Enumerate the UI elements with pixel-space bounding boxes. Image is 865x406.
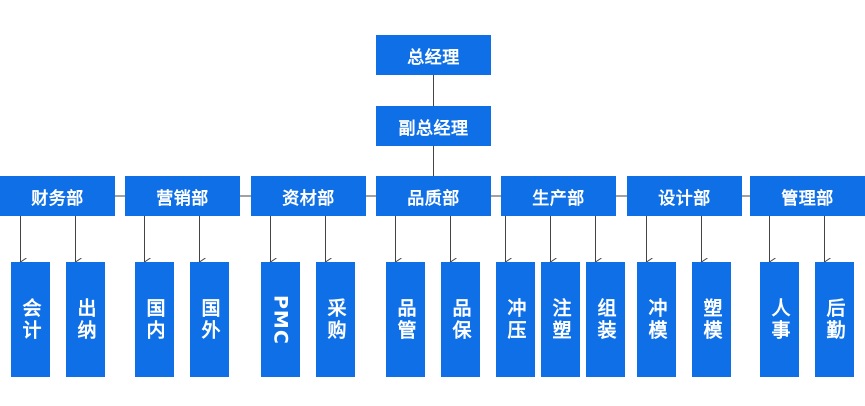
department-box: 营销部	[125, 176, 240, 216]
general-manager-label: 总经理	[407, 47, 460, 68]
sub-department-box: 出纳	[66, 262, 105, 377]
sub-department-label: 会计	[19, 297, 42, 342]
department-box: 品质部	[376, 176, 491, 216]
sub-department-label: 冲模	[645, 297, 668, 342]
department-label: 品质部	[407, 188, 460, 209]
sub-department-label: 后勤	[823, 297, 846, 342]
sub-department-box: 人事	[760, 262, 799, 377]
department-label: 营销部	[156, 188, 209, 209]
department-box: 生产部	[501, 176, 616, 216]
sub-department-label: 国外	[198, 297, 221, 342]
department-label: 财务部	[31, 188, 84, 209]
general-manager-box: 总经理	[376, 35, 491, 75]
sub-department-label: PMC	[269, 294, 292, 345]
sub-department-label: 注塑	[549, 297, 572, 342]
sub-department-box: 后勤	[815, 262, 854, 377]
sub-department-label: 品保	[449, 297, 472, 342]
sub-department-box: 注塑	[541, 262, 580, 377]
sub-department-box: 组装	[586, 262, 625, 377]
sub-department-box: 采购	[316, 262, 355, 377]
deputy-general-manager-box: 副总经理	[376, 106, 491, 146]
sub-department-box: 国内	[135, 262, 174, 377]
sub-department-label: 出纳	[74, 297, 97, 342]
sub-department-label: 品管	[394, 297, 417, 342]
sub-department-box: 国外	[190, 262, 229, 377]
deputy-general-manager-label: 副总经理	[398, 118, 469, 139]
sub-department-box: 塑模	[692, 262, 731, 377]
department-box: 财务部	[0, 176, 115, 216]
department-label: 生产部	[532, 188, 585, 209]
department-label: 管理部	[781, 188, 834, 209]
department-label: 资材部	[282, 188, 335, 209]
sub-department-label: 组装	[594, 297, 617, 342]
sub-department-label: 冲压	[504, 297, 527, 342]
sub-department-label: 人事	[768, 297, 791, 342]
sub-department-box: 冲模	[637, 262, 676, 377]
sub-department-box: PMC	[261, 262, 300, 377]
sub-department-box: 品管	[386, 262, 425, 377]
department-label: 设计部	[658, 188, 711, 209]
sub-department-box: 品保	[441, 262, 480, 377]
sub-department-box: 冲压	[496, 262, 535, 377]
sub-department-label: 国内	[143, 297, 166, 342]
department-box: 管理部	[750, 176, 865, 216]
department-box: 设计部	[627, 176, 742, 216]
sub-department-label: 塑模	[700, 297, 723, 342]
sub-department-label: 采购	[324, 297, 347, 342]
department-box: 资材部	[251, 176, 366, 216]
sub-department-box: 会计	[11, 262, 50, 377]
